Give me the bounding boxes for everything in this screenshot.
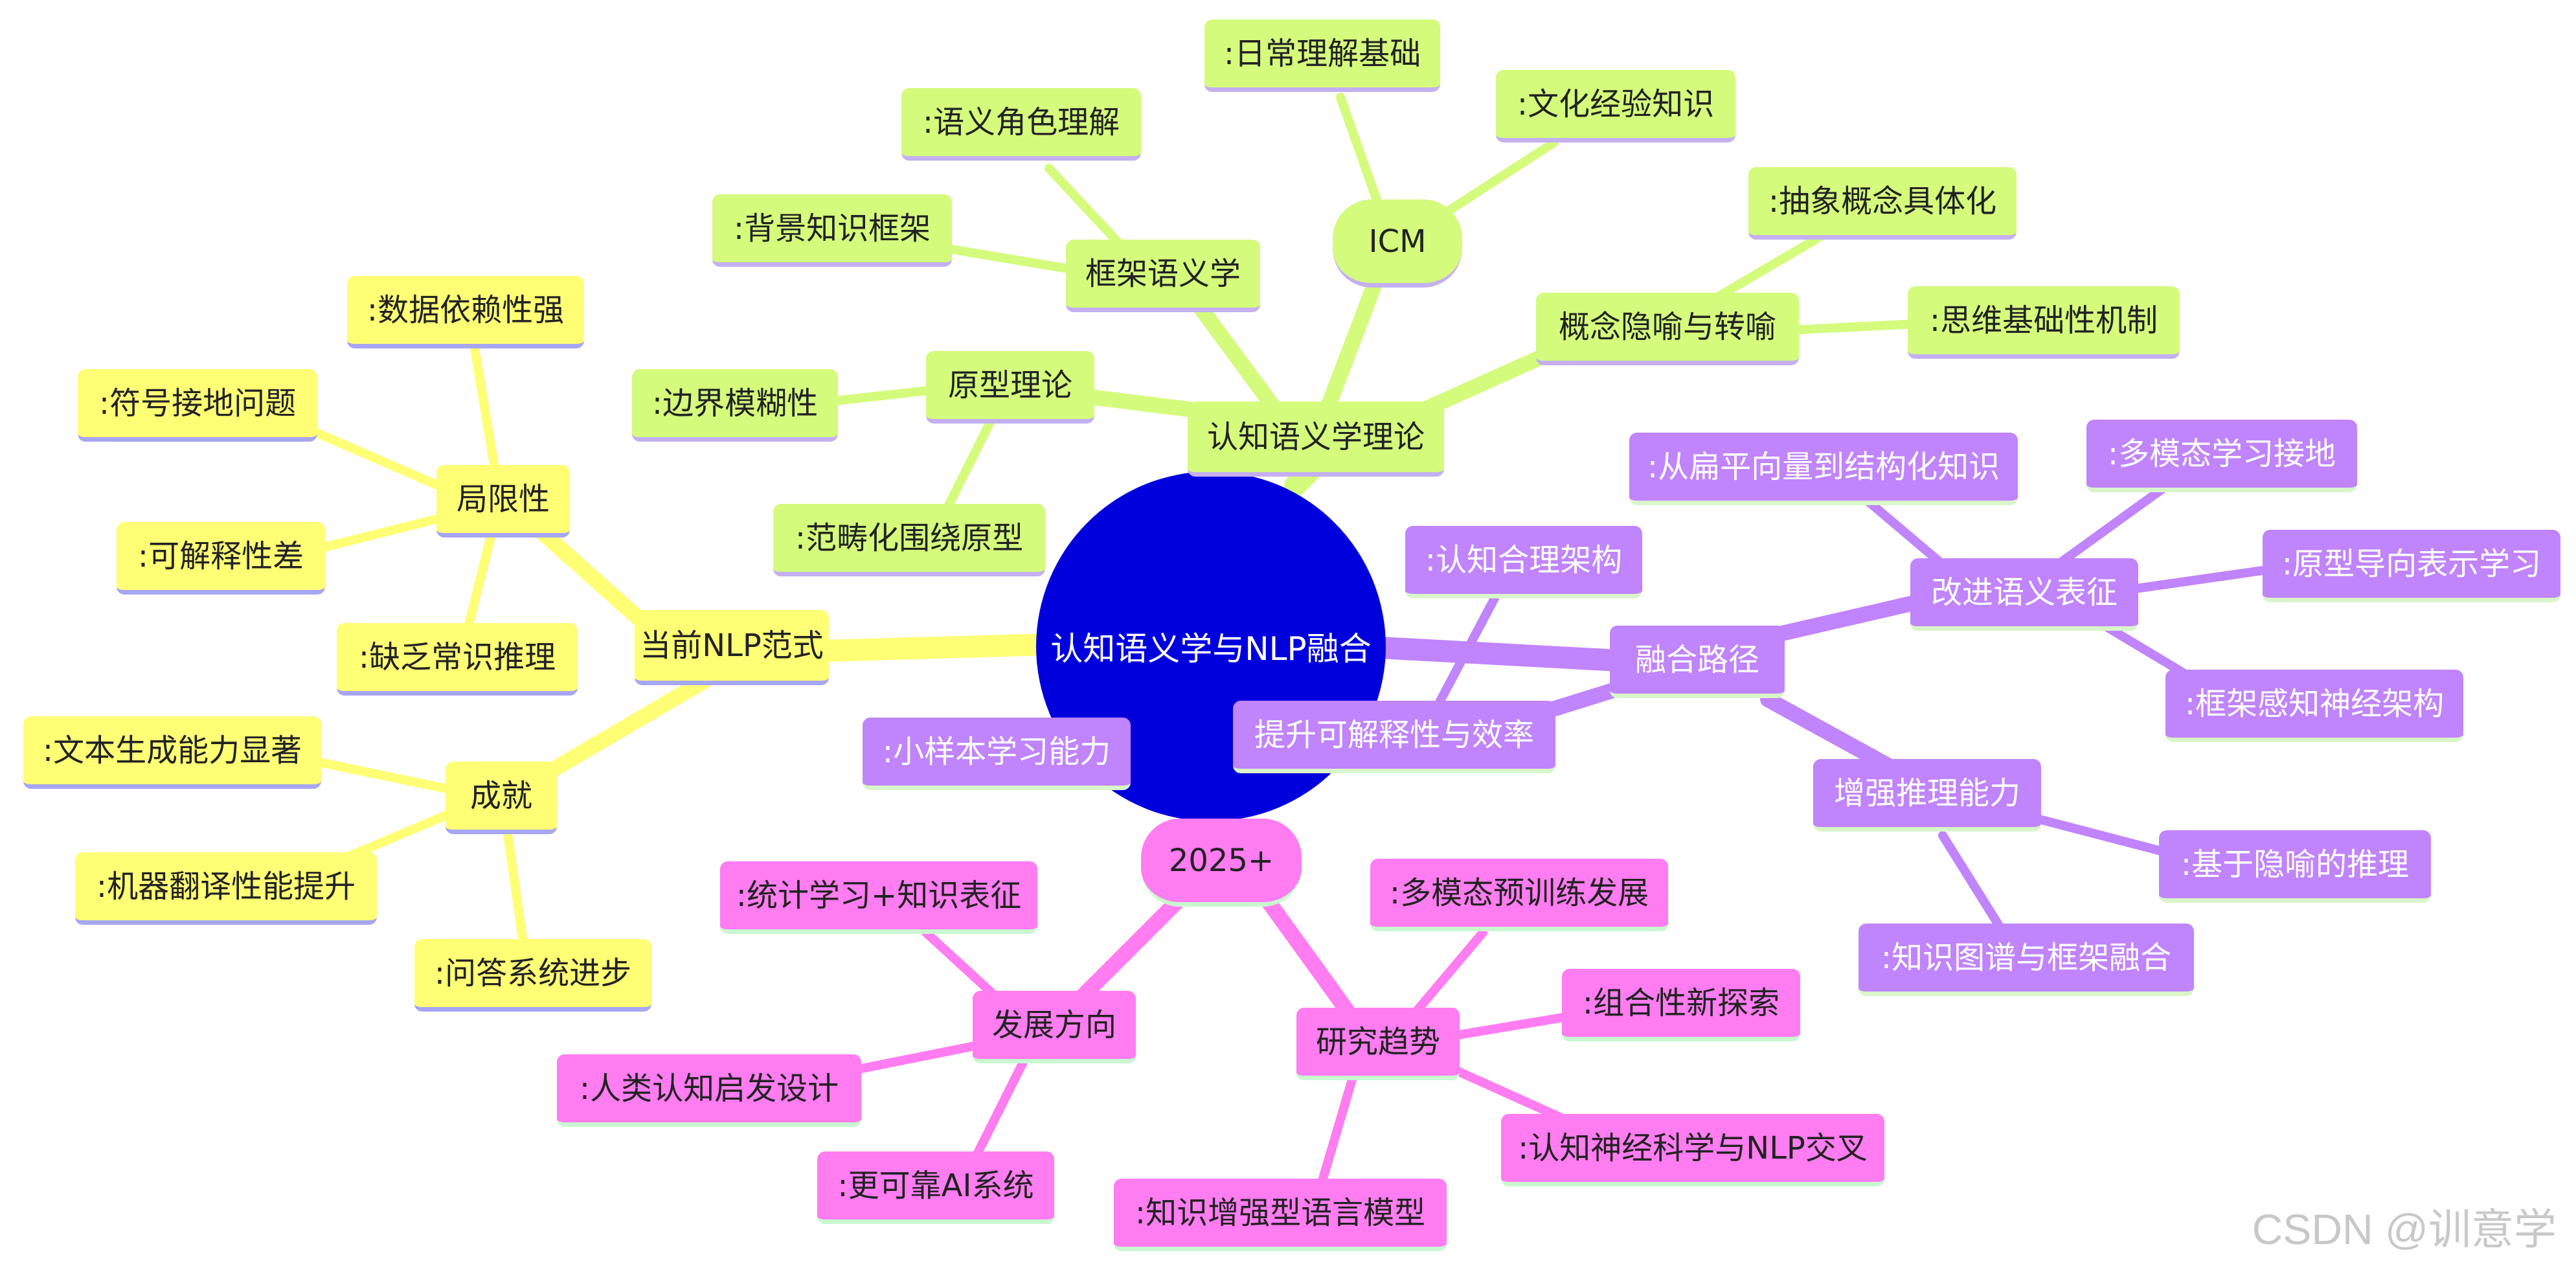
leaf-thinking-mechanism: :思维基础性机制 [1908,286,2180,359]
leaf-daily-understanding: :日常理解基础 [1204,19,1440,92]
leaf-cultural-knowledge: :文化经验知识 [1496,70,1735,142]
leaf-machine-translation: :机器翻译性能提升 [75,852,377,925]
edge-frame-2 [928,242,1092,277]
leaf-kg-frame-fusion: :知识图谱与框架融合 [1859,924,2194,996]
leaf-background-frame: :背景知识框架 [712,194,952,267]
edge-met-2 [1783,319,1921,335]
node-improve-representation: 改进语义表征 [1910,558,2138,631]
leaf-human-cognition-design: :人类认知启发设计 [557,1054,861,1127]
leaf-fuzzy-boundary: :边界模糊性 [632,369,838,442]
leaf-qa-progress: :问答系统进步 [414,939,651,1012]
edge-future-trends [1255,886,1355,1018]
leaf-cognitive-architecture: :认知合理架构 [1405,526,1642,598]
leaf-statistical-knowledge: :统计学习+知识表征 [720,861,1037,934]
edge-center-current-nlp [811,633,1060,662]
leaf-lack-commonsense: :缺乏常识推理 [337,623,578,696]
edge-limit-2 [300,423,458,497]
edge-ach-3 [501,811,529,957]
edge-fusion-reasoning [1760,692,1905,778]
node-research-trends: 研究趋势 [1296,1008,1460,1080]
leaf-categorization: :范畴化围绕原型 [773,504,1045,576]
edge-icm-1 [1336,93,1384,212]
leaf-text-generation: :文本生成能力显著 [23,716,321,789]
leaf-frame-aware-architecture: :框架感知神经架构 [2165,670,2463,742]
node-metaphor: 概念隐喻与转喻 [1536,293,1799,365]
node-limitations: 局限性 [436,465,570,538]
leaf-data-dependency: :数据依赖性强 [347,276,584,348]
edge-met-1 [1712,229,1831,302]
leaf-poor-interpretability: :可解释性差 [117,522,325,595]
branch-fusion: 融合路径 [1610,626,1785,698]
edge-icm-2 [1440,138,1559,218]
node-frame-semantics: 框架语义学 [1066,240,1260,312]
leaf-metaphor-reasoning: :基于隐喻的推理 [2159,830,2431,903]
node-prototype: 原型理论 [926,351,1094,424]
leaf-compositionality: :组合性新探索 [1562,969,1800,1041]
edge-dir-3 [967,1058,1028,1170]
edge-future-direction [1074,886,1193,1005]
edge-center-fusion [1368,637,1630,672]
leaf-knowledge-enhanced-lm: :知识增强型语言模型 [1114,1179,1447,1251]
node-interpretability-efficiency: 提升可解释性与效率 [1233,701,1555,773]
node-enhance-reasoning: 增强推理能力 [1813,759,2041,832]
edge-reas-2 [1938,831,2012,944]
edge-limit-4 [462,527,497,639]
branch-cognitive-theory: 认知语义学理论 [1188,402,1444,477]
edge-reas-1 [2022,811,2180,859]
node-icm: ICM [1333,199,1462,288]
leaf-multimodal-pretraining: :多模态预训练发展 [1370,859,1668,931]
edge-proto-2 [941,416,995,516]
edge-rep-3 [2126,565,2271,594]
leaf-semantic-role: :语义角色理解 [901,88,1141,161]
leaf-prototype-representation: :原型导向表示学习 [2263,530,2560,602]
branch-current-nlp: 当前NLP范式 [635,610,829,685]
leaf-cognitive-neuroscience: :认知神经科学与NLP交叉 [1501,1114,1884,1186]
edge-tr-4 [1316,1071,1358,1190]
edge-theory-icm [1320,264,1387,416]
edge-tr-2 [1446,1012,1572,1041]
leaf-reliable-ai: :更可靠AI系统 [817,1151,1054,1224]
leaf-symbol-grounding: :符号接地问题 [78,369,317,442]
leaf-multimodal-grounding: :多模态学习接地 [2086,420,2357,492]
leaf-flat-to-structured: :从扁平向量到结构化知识 [1629,433,2018,505]
leaf-few-shot-learning: :小样本学习能力 [863,718,1131,790]
edge-rep-2 [2055,475,2180,568]
edge-rep-1 [1860,494,1954,574]
branch-future: 2025+ [1141,819,1302,907]
watermark: CSDN @训意学 [2252,1205,2557,1253]
edge-tr-1 [1407,928,1487,1021]
leaf-abstract-concrete: :抽象概念具体化 [1748,167,2017,240]
node-achievements: 成就 [446,762,557,834]
edge-ach-1 [293,753,458,795]
node-development-direction: 发展方向 [973,991,1136,1063]
edge-interp-1 [1433,591,1500,710]
edge-limit-3 [306,514,445,555]
